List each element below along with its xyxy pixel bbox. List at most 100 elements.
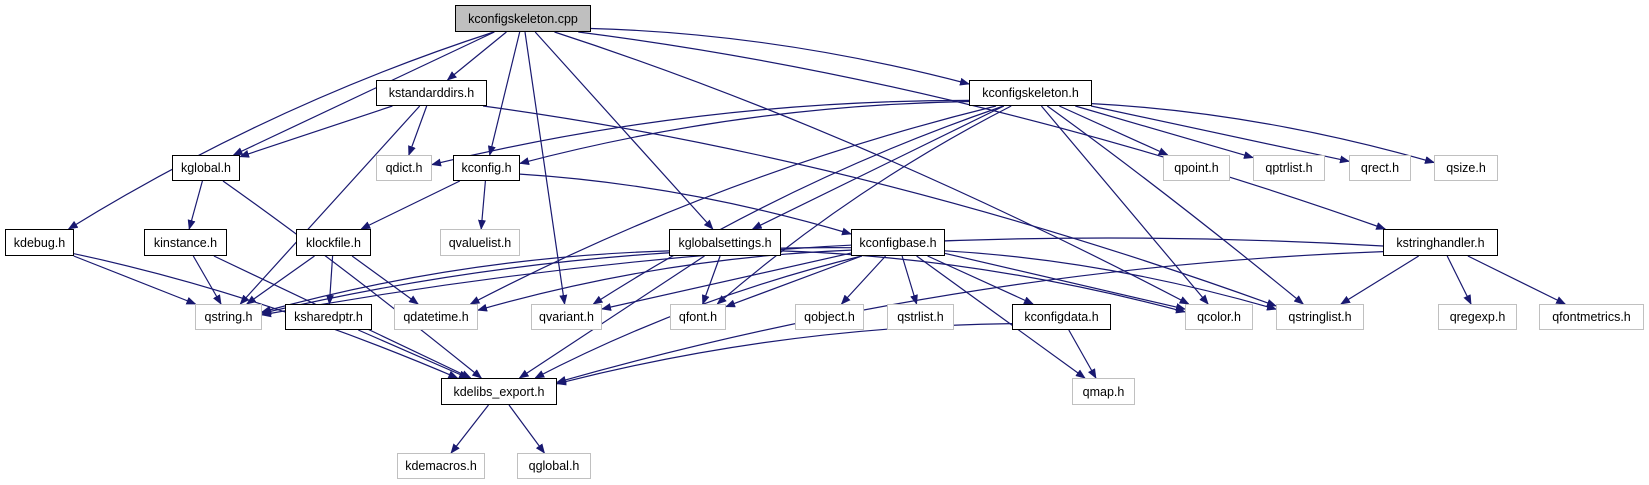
edge-kstandarddirs-to-qstringlist xyxy=(483,105,1277,307)
edge-kconfigbase-to-qcolor xyxy=(944,252,1186,311)
node-label: qstringlist.h xyxy=(1288,310,1352,324)
edge-kconfigbase-to-qvariant xyxy=(601,252,852,311)
edge-kconfigskeleton-h-to-qsize xyxy=(1091,103,1435,164)
node-qsize: qsize.h xyxy=(1434,155,1498,181)
edge-kconfigskeleton-h-to-kglobalsettings xyxy=(751,105,1005,230)
node-kconfig[interactable]: kconfig.h xyxy=(453,155,520,181)
edge-kglobal-to-kinstance xyxy=(187,180,203,230)
node-qrect: qrect.h xyxy=(1349,155,1411,181)
edge-kconfig-to-qvaluelist xyxy=(477,180,486,230)
node-label: qstring.h xyxy=(204,310,253,324)
edge-kconfigskeleton-h-to-qdatetime xyxy=(469,105,997,305)
node-label: kdelibs_export.h xyxy=(453,384,545,399)
edge-kconfigdata-to-kdelibs-export xyxy=(556,323,1013,386)
edge-kstandarddirs-to-qstring xyxy=(239,105,421,305)
edge-kconfigbase-to-qstringlist xyxy=(944,250,1277,311)
edge-kconfigskeleton-h-to-qptrlist xyxy=(1075,105,1254,159)
edge-kconfigbase-to-qdatetime xyxy=(477,249,852,312)
node-label: qregexp.h xyxy=(1449,310,1506,324)
node-label: qsize.h xyxy=(1446,161,1486,175)
edge-cpp-to-kglobal xyxy=(232,31,495,156)
edge-kconfigskeleton-h-to-qrect xyxy=(1090,105,1350,164)
edge-kconfigskeleton-h-to-qdict xyxy=(431,99,970,167)
node-label: kdemacros.h xyxy=(405,459,477,473)
node-cpp[interactable]: kconfigskeleton.cpp xyxy=(455,5,591,32)
edge-kglobalsettings-to-qcolor xyxy=(780,250,1186,314)
node-kdemacros: kdemacros.h xyxy=(397,453,485,479)
edge-kconfigskeleton-h-to-kconfig xyxy=(519,100,970,165)
node-label: qvariant.h xyxy=(539,310,594,324)
node-label: qfontmetrics.h xyxy=(1552,310,1631,324)
node-kstandarddirs[interactable]: kstandarddirs.h xyxy=(376,80,487,106)
node-kstringhandler[interactable]: kstringhandler.h xyxy=(1383,229,1498,256)
edge-kstandarddirs-to-qdict xyxy=(408,105,428,156)
node-kinstance[interactable]: kinstance.h xyxy=(144,229,227,256)
edge-cpp-to-kglobalsettings xyxy=(534,31,714,230)
node-kdebug[interactable]: kdebug.h xyxy=(5,229,74,256)
edge-kconfigskeleton-h-to-qfont xyxy=(716,105,1012,305)
node-label: kconfigskeleton.h xyxy=(982,86,1079,100)
edge-kconfigskeleton-h-to-qpoint xyxy=(1059,105,1169,156)
node-qptrlist: qptrlist.h xyxy=(1253,155,1325,181)
node-qstring: qstring.h xyxy=(195,304,262,330)
edge-kdebug-to-qstring xyxy=(73,255,197,305)
edge-cpp-to-kstringhandler xyxy=(578,31,1387,230)
node-label: klockfile.h xyxy=(306,235,361,250)
edge-kdelibs-export-to-kdemacros xyxy=(450,404,489,454)
node-kglobal[interactable]: kglobal.h xyxy=(172,155,240,181)
node-label: ksharedptr.h xyxy=(294,310,363,324)
node-label: kconfigskeleton.cpp xyxy=(468,11,578,26)
edge-kstringhandler-to-qfontmetrics xyxy=(1467,255,1567,305)
edge-kstringhandler-to-qstringlist xyxy=(1340,255,1420,305)
node-qdict: qdict.h xyxy=(376,155,432,181)
node-label: kglobal.h xyxy=(180,161,232,175)
node-qcolor: qcolor.h xyxy=(1185,304,1253,330)
node-qvariant: qvariant.h xyxy=(531,304,602,330)
node-label: qfont.h xyxy=(678,310,718,324)
node-qfont: qfont.h xyxy=(670,304,726,330)
edge-kconfig-to-kconfigbase xyxy=(519,173,852,236)
edge-kglobalsettings-to-qstring xyxy=(261,250,670,314)
edge-cpp-to-kconfigskeleton-h xyxy=(590,27,970,86)
node-label: kstringhandler.h xyxy=(1396,235,1485,250)
node-kconfigbase[interactable]: kconfigbase.h xyxy=(851,229,945,256)
node-kglobalsettings[interactable]: kglobalsettings.h xyxy=(669,229,781,256)
edge-kstringhandler-to-kdelibs-export xyxy=(556,251,1384,384)
node-label: kconfigbase.h xyxy=(859,235,937,250)
edge-kstandarddirs-to-kglobal xyxy=(239,105,393,158)
node-kconfigskeleton-h[interactable]: kconfigskeleton.h xyxy=(969,80,1092,106)
edge-cpp-to-kdebug xyxy=(67,31,495,230)
edge-kconfigskeleton-h-to-qstringlist xyxy=(1046,105,1304,305)
edge-kconfigdata-to-qmap xyxy=(1068,329,1097,379)
edge-kconfigbase-to-qfont xyxy=(725,255,863,308)
edge-kglobalsettings-to-qfont xyxy=(702,255,721,305)
node-kdelibs-export[interactable]: kdelibs_export.h xyxy=(441,378,557,405)
node-label: qcolor.h xyxy=(1197,310,1241,324)
edge-kdelibs-export-to-qglobal xyxy=(508,404,545,454)
edge-kconfigskeleton-h-to-qcolor xyxy=(1040,105,1209,305)
node-qobject: qobject.h xyxy=(795,304,864,330)
edge-klockfile-to-qstring xyxy=(245,255,315,305)
edge-klockfile-to-qdatetime xyxy=(351,255,419,305)
edge-kglobalsettings-to-kdelibs-export xyxy=(518,255,705,379)
node-kconfigdata[interactable]: kconfigdata.h xyxy=(1012,304,1111,330)
edge-kstringhandler-to-qstring xyxy=(261,237,1384,318)
node-label: kdebug.h xyxy=(13,235,66,250)
edge-kglobal-to-kdelibs-export xyxy=(222,180,483,379)
edge-cpp-to-kconfig xyxy=(487,31,521,156)
node-qglobal: qglobal.h xyxy=(517,453,591,479)
node-qregexp: qregexp.h xyxy=(1438,304,1517,330)
edge-kconfigbase-to-qmap xyxy=(916,255,1086,379)
node-label: kinstance.h xyxy=(153,235,218,250)
node-ksharedptr[interactable]: ksharedptr.h xyxy=(285,304,372,330)
edge-kconfigbase-to-qstrlist xyxy=(901,255,918,305)
node-qstrlist: qstrlist.h xyxy=(887,304,954,330)
node-label: qmap.h xyxy=(1082,384,1125,399)
node-label: qpoint.h xyxy=(1174,161,1219,175)
node-label: qobject.h xyxy=(804,310,855,324)
node-klockfile[interactable]: klockfile.h xyxy=(296,229,371,256)
edge-ksharedptr-to-kdelibs-export xyxy=(358,329,470,379)
node-qmap: qmap.h xyxy=(1072,378,1135,405)
node-qdatetime: qdatetime.h xyxy=(394,304,478,330)
edge-kstringhandler-to-qregexp xyxy=(1446,255,1472,305)
